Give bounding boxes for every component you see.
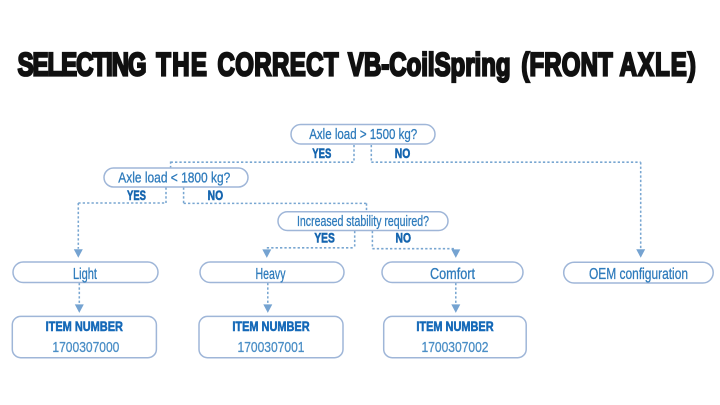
svg-text:Axle load > 1500 kg?: Axle load > 1500 kg? bbox=[309, 127, 417, 143]
svg-text:ITEM NUMBER: ITEM NUMBER bbox=[416, 319, 493, 334]
svg-text:Comfort: Comfort bbox=[430, 266, 475, 283]
svg-text:Axle load < 1800 kg?: Axle load < 1800 kg? bbox=[118, 171, 230, 187]
svg-text:YES: YES bbox=[314, 230, 335, 245]
svg-text:1700307001: 1700307001 bbox=[238, 340, 305, 356]
svg-text:Heavy: Heavy bbox=[256, 266, 286, 283]
svg-text:ITEM NUMBER: ITEM NUMBER bbox=[46, 319, 123, 334]
svg-text:YES: YES bbox=[127, 188, 146, 203]
svg-text:1700307000: 1700307000 bbox=[52, 340, 119, 356]
svg-text:Increased stability required?: Increased stability required? bbox=[297, 214, 429, 230]
svg-text:ITEM NUMBER: ITEM NUMBER bbox=[232, 319, 309, 334]
svg-text:THE: THE bbox=[156, 47, 207, 83]
svg-text:NO: NO bbox=[396, 230, 412, 245]
svg-text:1700307002: 1700307002 bbox=[422, 340, 489, 356]
svg-text:OEM configuration: OEM configuration bbox=[589, 266, 688, 283]
svg-text:NO: NO bbox=[395, 146, 411, 161]
svg-text:VB-CoilSpring: VB-CoilSpring bbox=[348, 47, 511, 83]
svg-text:AXLE): AXLE) bbox=[620, 47, 696, 83]
svg-text:SELECTING: SELECTING bbox=[18, 47, 147, 83]
svg-text:CORRECT: CORRECT bbox=[218, 47, 339, 83]
svg-text:(FRONT: (FRONT bbox=[521, 47, 613, 83]
svg-text:YES: YES bbox=[312, 146, 331, 161]
svg-text:NO: NO bbox=[208, 188, 224, 203]
svg-text:Light: Light bbox=[73, 266, 97, 283]
